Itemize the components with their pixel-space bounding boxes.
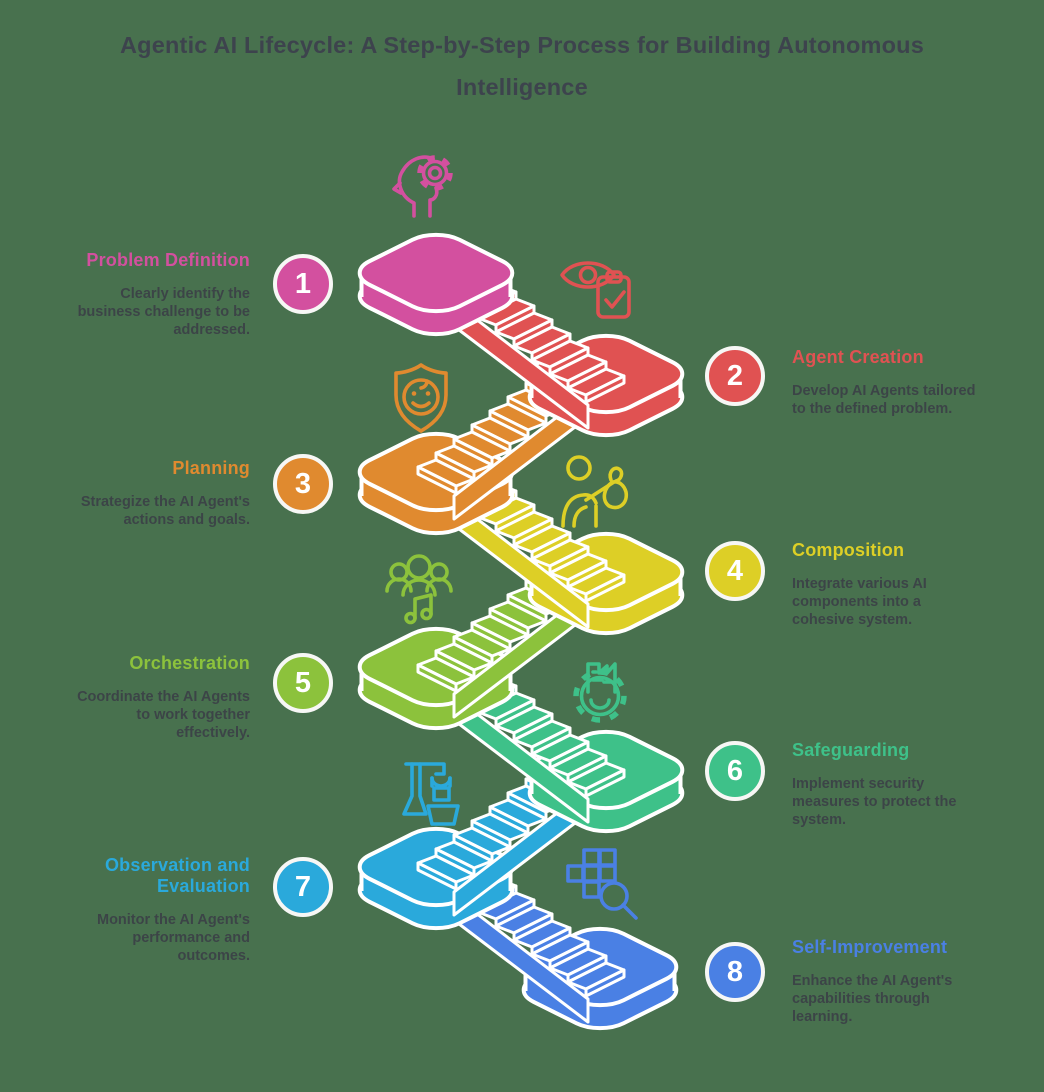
step-6-number: 6 (726, 754, 744, 787)
eye-checklist-icon (560, 261, 631, 319)
step-1-text: Problem Definition Clearly identify the … (65, 250, 250, 339)
step-1-number: 1 (294, 267, 312, 300)
step-6-text: Safeguarding Implement security measures… (792, 740, 982, 829)
step-2-number-badge: 2 (705, 346, 765, 406)
step-3-number: 3 (294, 467, 312, 500)
grid-magnifier-icon (566, 848, 638, 920)
page-title: Agentic AI Lifecycle: A Step-by-Step Pro… (120, 32, 924, 100)
step-8-title: Self-Improvement (792, 937, 948, 957)
step-7-title: Observation and Evaluation (104, 855, 250, 896)
step-5-description: Coordinate the AI Agents to work togethe… (77, 689, 250, 741)
step-7-number: 7 (294, 870, 312, 903)
shield-face-icon (394, 363, 448, 433)
step-6-description: Implement security measures to protect t… (792, 776, 957, 828)
step-5-number: 5 (294, 666, 312, 699)
person-moneybag-icon (561, 455, 629, 528)
step-5-title: Orchestration (129, 653, 250, 673)
step-7-description: Monitor the AI Agent's performance and o… (96, 912, 250, 964)
step-3-text: Planning Strategize the AI Agent's actio… (65, 458, 250, 529)
team-music-icon (385, 554, 453, 625)
step-2-description: Develop AI Agents tailored to the define… (792, 383, 976, 417)
step-7-text: Observation and Evaluation Monitor the A… (65, 855, 250, 965)
step-5-text: Orchestration Coordinate the AI Agents t… (65, 653, 250, 742)
step-3-number-badge: 3 (273, 454, 333, 514)
step-3-title: Planning (172, 458, 250, 478)
step-8-number-badge: 8 (705, 942, 765, 1002)
step-2-title: Agent Creation (792, 347, 924, 367)
step-4-title: Composition (792, 540, 905, 560)
step-8-text: Self-Improvement Enhance the AI Agent's … (792, 937, 982, 1026)
step-1-number-badge: 1 (273, 254, 333, 314)
step-6-title: Safeguarding (792, 740, 910, 760)
step-6-number-badge: 6 (705, 741, 765, 801)
step-1-description: Clearly identify the business challenge … (77, 286, 250, 338)
step-4-number-badge: 4 (705, 541, 765, 601)
step-4-text: Composition Integrate various AI compone… (792, 540, 982, 629)
step-7-number-badge: 7 (273, 857, 333, 917)
step-3-description: Strategize the AI Agent's actions and go… (80, 494, 250, 528)
step-5-number-badge: 5 (273, 653, 333, 713)
step-8-number: 8 (726, 955, 744, 988)
step-1-title: Problem Definition (86, 250, 250, 270)
step-4-number: 4 (726, 554, 744, 587)
step-2-number: 2 (726, 359, 744, 392)
head-gear-icon (392, 155, 453, 218)
step-4-description: Integrate various AI components into a c… (792, 576, 927, 628)
step-8-description: Enhance the AI Agent's capabilities thro… (792, 973, 953, 1025)
factory-gear-icon (573, 662, 627, 723)
step-2-text: Agent Creation Develop AI Agents tailore… (792, 347, 982, 418)
robot-arm-icon (402, 762, 460, 826)
